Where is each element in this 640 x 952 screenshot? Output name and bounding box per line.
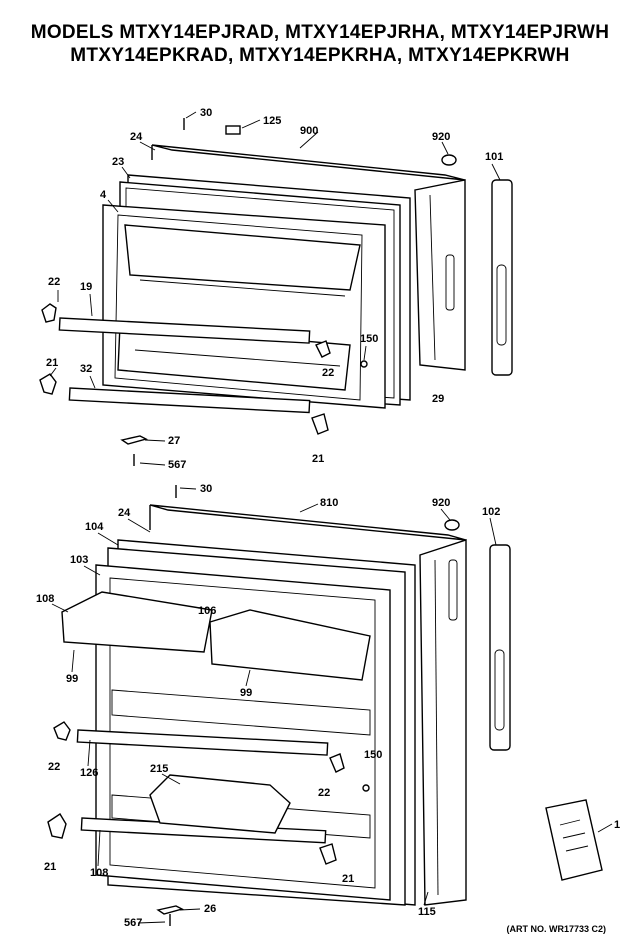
freezer-clip-22-right (315, 340, 331, 358)
callout-bottom-1: 810 (320, 497, 338, 509)
fresh-food-clip-21-left (47, 813, 67, 839)
literature-card-1 (545, 799, 603, 881)
freezer-door-liner (102, 204, 386, 409)
callout-bottom-8: 106 (198, 605, 216, 617)
callout-top-13: 21 (46, 357, 58, 369)
freezer-label-125 (225, 125, 241, 135)
callout-bottom-4: 24 (118, 507, 131, 519)
callout-bottom-6: 103 (70, 554, 88, 566)
callout-bottom-20: 567 (124, 917, 142, 929)
callout-top-10: 150 (360, 333, 378, 345)
fresh-food-clip-22-left (53, 721, 71, 741)
freezer-door-handle (491, 179, 513, 376)
freezer-bracket-27 (120, 435, 148, 445)
callout-top-11: 22 (322, 367, 334, 379)
callout-bottom-18: 21 (342, 873, 354, 885)
callout-top-5: 24 (130, 131, 143, 143)
callout-top-2: 900 (300, 125, 318, 137)
leader-lines (49, 111, 613, 924)
callout-top-16: 567 (168, 459, 186, 471)
callout-top-8: 22 (48, 276, 60, 288)
fresh-food-clip-22-right (329, 753, 345, 773)
fresh-food-clip-21-right (319, 843, 337, 865)
dairy-bin-215 (149, 774, 291, 834)
callout-bottom-22: 1 (614, 819, 620, 831)
callout-bottom-9: 99 (66, 673, 78, 685)
callout-top-17: 21 (312, 453, 324, 465)
callout-bottom-7: 108 (36, 593, 54, 605)
callout-top-14: 32 (80, 363, 92, 375)
callout-bottom-16: 21 (44, 861, 56, 873)
callout-top-7: 4 (100, 189, 107, 201)
callout-bottom-2: 920 (432, 497, 450, 509)
callout-top-12: 29 (432, 393, 444, 405)
freezer-clip-21-left (39, 373, 57, 395)
callout-bottom-21: 115 (418, 906, 436, 918)
fresh-food-bracket-26 (156, 905, 184, 915)
callout-top-0: 30 (200, 107, 212, 119)
callout-bottom-0: 30 (200, 483, 212, 495)
callout-bottom-5: 104 (85, 521, 104, 533)
freezer-outer-door-panel (151, 144, 466, 371)
callout-top-1: 125 (263, 115, 281, 127)
callout-top-15: 27 (168, 435, 180, 447)
callout-bottom-11: 22 (48, 761, 60, 773)
callout-bottom-15: 22 (318, 787, 330, 799)
callout-top-9: 19 (80, 281, 92, 293)
callout-bottom-19: 26 (204, 903, 216, 915)
callouts-bottom: 30 810 920 102 24 104 103 108 106 99 99 … (36, 483, 620, 929)
freezer-cap-920 (441, 154, 457, 166)
models-title-line-2: MTXY14EPKRAD, MTXY14EPKRHA, MTXY14EPKRWH (70, 45, 570, 66)
freezer-door-assembly (39, 118, 513, 466)
fresh-food-door-assembly (47, 485, 603, 926)
callout-bottom-14: 150 (364, 749, 382, 761)
callout-bottom-12: 126 (80, 767, 98, 779)
callout-bottom-17: 108 (90, 867, 108, 879)
callout-bottom-13: 215 (150, 763, 168, 775)
freezer-clip-22-left (41, 303, 57, 323)
callout-bottom-10: 99 (240, 687, 252, 699)
callout-top-4: 101 (485, 151, 503, 163)
models-title-line-1: MODELS MTXY14EPJRAD, MTXY14EPJRHA, MTXY1… (30, 22, 610, 43)
door-bin-99-right (209, 609, 371, 681)
fresh-food-cap-920 (444, 519, 460, 531)
callout-top-6: 23 (112, 156, 124, 168)
callouts-top: 30 125 900 920 101 24 23 4 22 19 150 22 … (46, 107, 503, 471)
fresh-food-door-handle (489, 544, 511, 751)
door-bin-99-left (61, 591, 213, 653)
fresh-food-outer-door-panel (149, 504, 467, 906)
fresh-food-shelf-bar-126 (76, 729, 329, 756)
freezer-screw-150 (360, 360, 368, 368)
fresh-food-screw-150 (362, 784, 370, 792)
callout-bottom-3: 102 (482, 506, 500, 518)
callout-top-3: 920 (432, 131, 450, 143)
freezer-shelf-bar-19 (58, 317, 311, 344)
freezer-clip-21-right (311, 413, 329, 435)
freezer-shelf-bar-32 (68, 387, 311, 414)
art-number: (ART NO. WR17733 C2) (506, 924, 606, 934)
